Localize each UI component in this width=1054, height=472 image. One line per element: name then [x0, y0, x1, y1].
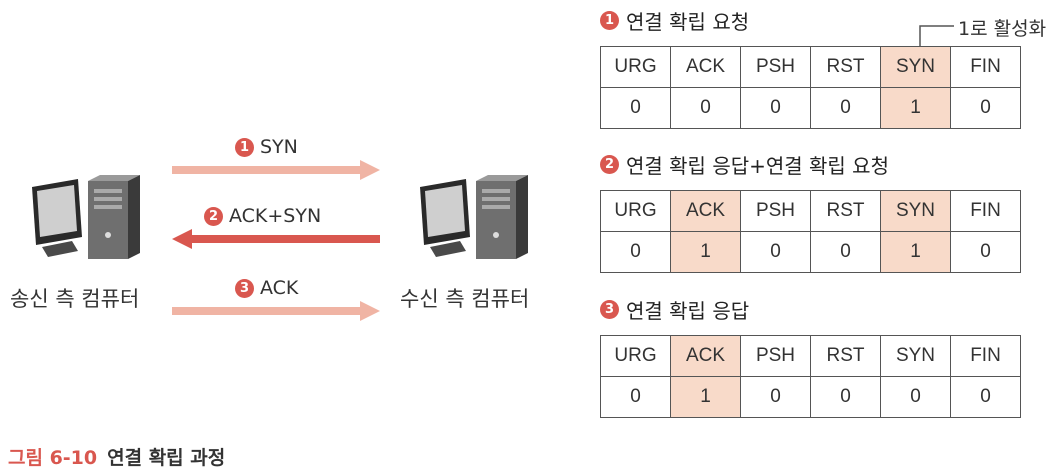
flag-name-cell: RST — [810, 46, 881, 88]
step-badge: 3 — [600, 300, 619, 319]
flag-name-cell: SYN — [880, 190, 951, 232]
figure-title: 연결 확립 과정 — [107, 447, 226, 469]
flag-value-cell: 0 — [880, 376, 951, 418]
step-badge: 2 — [600, 155, 619, 174]
step-3-title: 3 연결 확립 응답 — [600, 295, 749, 324]
figure-caption: 그림 6-10 연결 확립 과정 — [8, 443, 225, 470]
flag-name-cell: FIN — [950, 46, 1021, 88]
flag-value-cell: 0 — [950, 231, 1021, 273]
step-badge: 1 — [600, 11, 619, 30]
flag-value-cell: 1 — [670, 231, 741, 273]
flag-value-cell: 0 — [740, 231, 811, 273]
flag-value-cell: 0 — [740, 87, 811, 129]
receiver-computer-icon — [420, 175, 528, 259]
arrow-acksyn-left — [172, 229, 380, 249]
step-title-text: 연결 확립 응답 — [626, 299, 750, 323]
step-badge: 1 — [235, 137, 254, 157]
callout-line — [919, 25, 954, 48]
flag-name-cell: ACK — [670, 190, 741, 232]
flag-value-cell: 0 — [740, 376, 811, 418]
arrow-syn-right — [172, 160, 380, 180]
arrow-text: ACK — [260, 277, 299, 299]
flag-value-cell: 0 — [600, 376, 671, 418]
step-1-title: 1 연결 확립 요청 — [600, 6, 749, 35]
callout-activated: 1로 활성화 — [958, 18, 1047, 40]
flag-name-cell: FIN — [950, 335, 1021, 377]
step-badge: 2 — [204, 206, 223, 226]
flag-name-cell: PSH — [740, 190, 811, 232]
sender-label: 송신 측 컴퓨터 — [10, 287, 140, 311]
flag-value-cell: 0 — [600, 87, 671, 129]
flag-value-cell: 1 — [880, 231, 951, 273]
step-title-text: 연결 확립 응답+연결 확립 요청 — [626, 154, 889, 178]
flag-name-cell: FIN — [950, 190, 1021, 232]
flag-value-cell: 1 — [880, 87, 951, 129]
step-title-text: 연결 확립 요청 — [626, 10, 750, 34]
arrow-text: SYN — [260, 136, 298, 158]
flag-name-cell: SYN — [880, 46, 951, 88]
flag-name-cell: PSH — [740, 335, 811, 377]
flag-value-cell: 0 — [600, 231, 671, 273]
flag-name-cell: ACK — [670, 335, 741, 377]
flag-name-cell: URG — [600, 46, 671, 88]
flag-name-cell: RST — [810, 335, 881, 377]
sender-computer-icon — [32, 175, 140, 259]
figure-number: 그림 6-10 — [8, 447, 98, 469]
flag-name-cell: SYN — [880, 335, 951, 377]
flag-value-cell: 0 — [950, 87, 1021, 129]
arrow-2-label: 2 ACK+SYN — [204, 205, 321, 227]
flag-value-cell: 0 — [810, 376, 881, 418]
arrow-ack-right — [172, 301, 380, 321]
flag-value-cell: 0 — [670, 87, 741, 129]
arrow-3-label: 3 ACK — [235, 277, 298, 299]
flag-name-cell: URG — [600, 335, 671, 377]
flag-name-cell: RST — [810, 190, 881, 232]
flag-name-cell: ACK — [670, 46, 741, 88]
arrow-text: ACK+SYN — [229, 205, 322, 227]
flag-value-cell: 1 — [670, 376, 741, 418]
arrow-1-label: 1 SYN — [235, 136, 298, 158]
flag-name-cell: PSH — [740, 46, 811, 88]
flag-value-cell: 0 — [810, 87, 881, 129]
flag-value-cell: 0 — [950, 376, 1021, 418]
step-2-title: 2 연결 확립 응답+연결 확립 요청 — [600, 150, 889, 179]
step-badge: 3 — [235, 278, 254, 298]
receiver-label: 수신 측 컴퓨터 — [400, 287, 530, 311]
flag-value-cell: 0 — [810, 231, 881, 273]
flag-name-cell: URG — [600, 190, 671, 232]
